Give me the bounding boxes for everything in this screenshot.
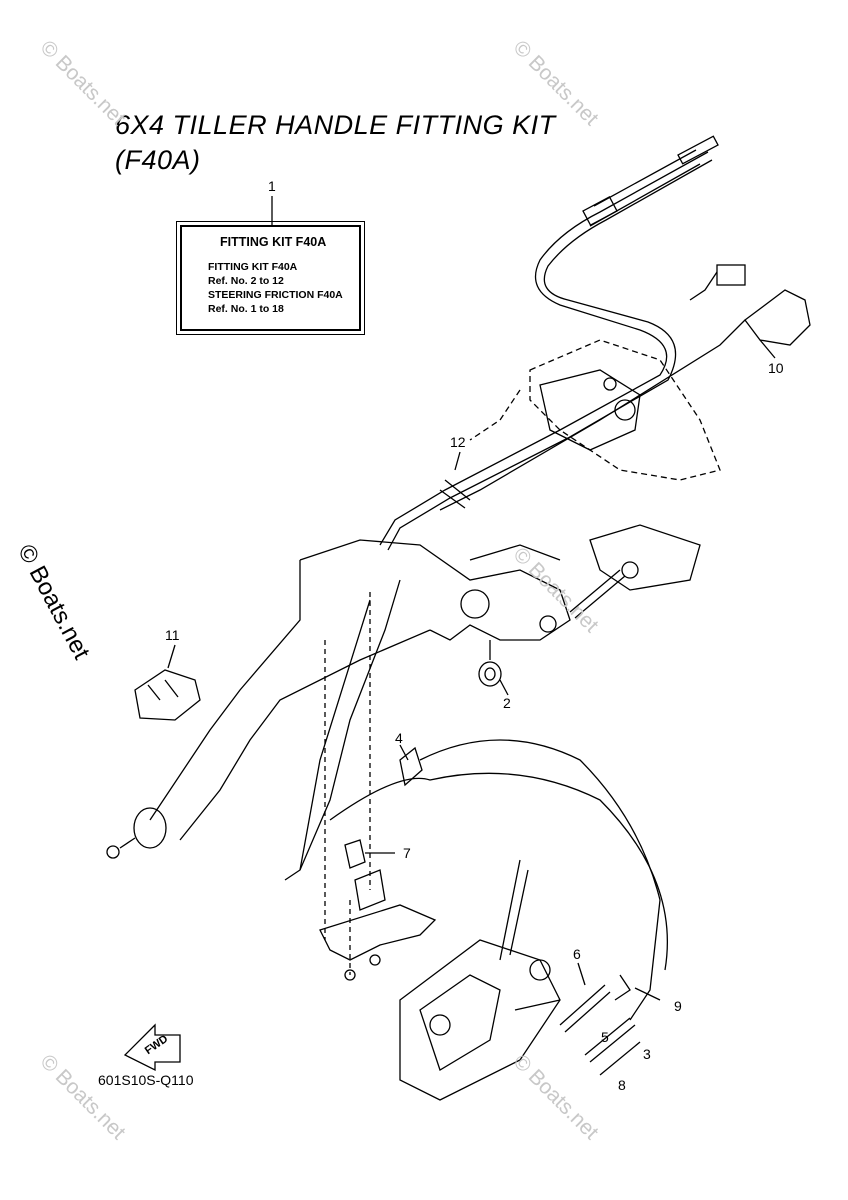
part-4-clamp: [399, 744, 423, 787]
engine-bracket: [469, 339, 721, 481]
friction-bolt: [569, 569, 626, 619]
callout-3[interactable]: 3: [643, 1046, 651, 1062]
callout-12[interactable]: 12: [450, 434, 466, 450]
kit-box-line: FITTING KIT F40A: [208, 261, 298, 273]
tiller-handle: [149, 524, 701, 841]
throttle-rods: [559, 962, 661, 1076]
callout-7[interactable]: 7: [403, 845, 411, 861]
diagram-title-line2: (F40A): [115, 145, 201, 175]
swivel-bracket: [539, 369, 641, 451]
fitting-kit-box: FITTING KIT F40A FITTING KIT F40A Ref. N…: [176, 221, 365, 335]
throttle-cables: [379, 135, 719, 551]
callout-10[interactable]: 10: [768, 360, 784, 376]
connector-plug: [689, 264, 746, 301]
kit-box-heading: FITTING KIT F40A: [220, 235, 327, 249]
kit-box-line: STEERING FRICTION F40A: [208, 289, 343, 301]
callout-4[interactable]: 4: [395, 730, 403, 746]
kit-box-line: Ref. No. 2 to 12: [208, 275, 284, 287]
part-11-grip: [134, 644, 201, 721]
wire-harness: [284, 579, 668, 1021]
callout-2[interactable]: 2: [503, 695, 511, 711]
part-12-tie-strap: [439, 451, 471, 509]
tiller-grip-end: [106, 807, 167, 859]
lower-bracket: [319, 869, 437, 981]
fwd-arrow: [123, 1023, 181, 1072]
callout-9[interactable]: 9: [674, 998, 682, 1014]
callout-8[interactable]: 8: [618, 1077, 626, 1093]
callout-5[interactable]: 5: [601, 1029, 609, 1045]
guide-lines: [324, 592, 371, 975]
callout-1[interactable]: 1: [268, 178, 276, 194]
part-7-clamp: [344, 839, 395, 869]
kit-box-line: Ref. No. 1 to 18: [208, 303, 284, 315]
callout-6[interactable]: 6: [573, 946, 581, 962]
callout-11[interactable]: 11: [165, 627, 180, 643]
diagram-code: 601S10S-Q110: [98, 1072, 194, 1088]
diagram-title-line1: 6X4 TILLER HANDLE FITTING KIT: [115, 110, 556, 140]
part-2-collar: [478, 640, 509, 696]
switch-panel: [399, 859, 561, 1101]
